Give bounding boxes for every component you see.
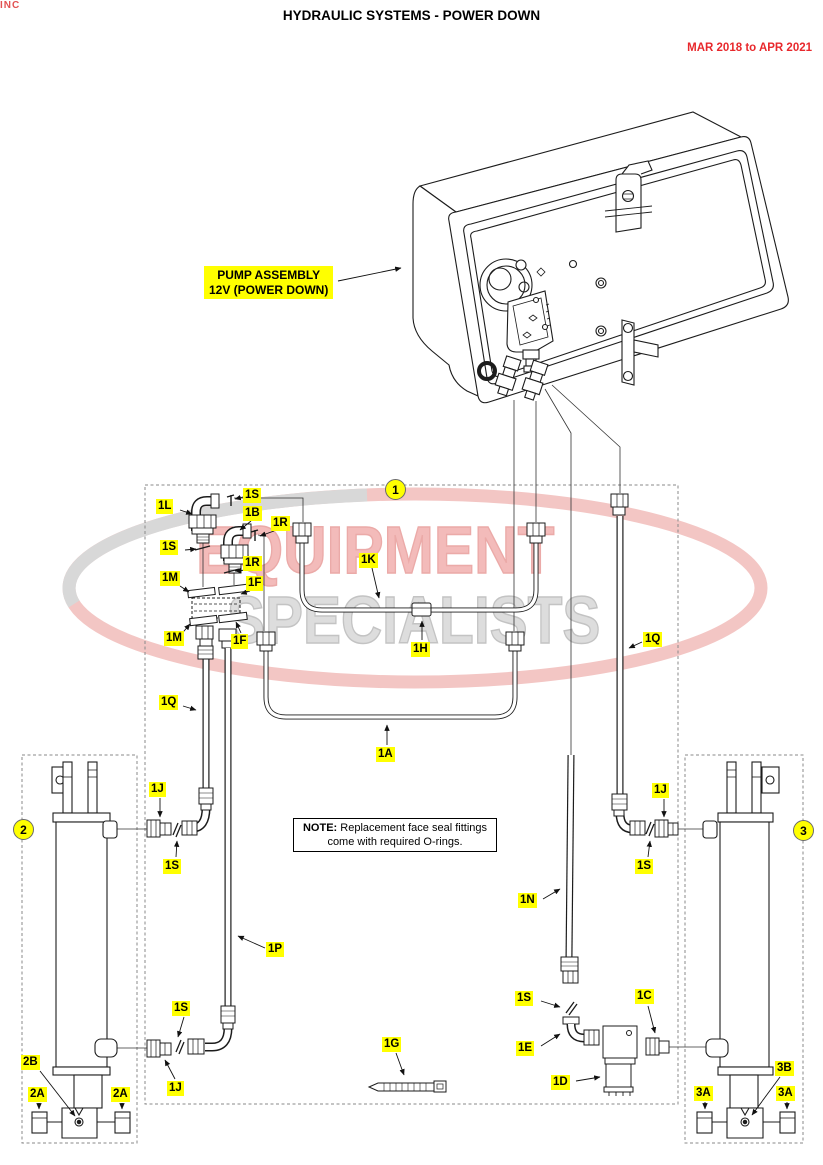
solenoid-1D	[605, 1063, 632, 1088]
part-label-1Q-left: 1Q	[159, 695, 179, 710]
elbow-1L	[188, 493, 220, 544]
cylinder-left	[31, 761, 131, 1139]
part-label-3B: 3B	[775, 1061, 794, 1076]
group-number-3: 3	[793, 820, 814, 841]
part-label-1S-left: 1S	[160, 540, 179, 555]
part-label-1S-valve: 1S	[515, 991, 534, 1006]
part-label-1N: 1N	[518, 893, 537, 908]
clamp-1H	[411, 602, 432, 617]
part-label-1S-top: 1S	[243, 488, 262, 503]
page-title: HYDRAULIC SYSTEMS - POWER DOWN	[282, 8, 541, 23]
hose-1Q-left	[117, 625, 214, 838]
pump-assembly-callout: PUMP ASSEMBLY 12V (POWER DOWN)	[204, 266, 334, 299]
part-label-1S-cyl-left: 1S	[163, 859, 182, 874]
part-label-1D: 1D	[551, 1075, 570, 1090]
part-label-2B: 2B	[21, 1055, 40, 1070]
pump-callout-line1: PUMP ASSEMBLY	[217, 268, 321, 282]
hose-1P	[117, 628, 237, 1058]
valve-body	[602, 1025, 638, 1059]
part-label-3A-right: 3A	[776, 1086, 795, 1101]
hose-1N-valve-assembly	[560, 754, 706, 1096]
part-label-2A-left: 2A	[28, 1087, 47, 1102]
part-label-1S-hose: 1S	[172, 1001, 191, 1016]
part-label-1M-lower: 1M	[164, 631, 184, 646]
group-number-1: 1	[385, 479, 406, 500]
note-box: NOTE: Replacement face seal fittings com…	[293, 818, 497, 852]
note-line2: come with required O-rings.	[327, 836, 463, 848]
part-label-3A-left: 3A	[694, 1086, 713, 1101]
part-label-1Q-right: 1Q	[643, 632, 663, 647]
part-label-1L: 1L	[156, 499, 174, 514]
part-label-1P: 1P	[266, 942, 285, 957]
part-label-1F-upper: 1F	[246, 576, 264, 591]
part-label-1R-lower: 1R	[243, 556, 262, 571]
group-1-box	[144, 484, 679, 1105]
part-label-1B: 1B	[243, 506, 262, 521]
part-label-1K: 1K	[359, 553, 378, 568]
watermark-word-inc: INC	[0, 0, 21, 11]
leader-lines	[36, 266, 790, 1117]
part-label-1R-upper: 1R	[271, 516, 290, 531]
note-line1: Replacement face seal fittings	[337, 822, 488, 834]
part-label-1A: 1A	[376, 747, 395, 762]
group-2-box	[21, 754, 138, 1144]
part-label-1J-hose: 1J	[167, 1081, 184, 1096]
part-label-1J-right: 1J	[652, 783, 669, 798]
part-label-1J-left: 1J	[149, 782, 166, 797]
pump-callout-line2: 12V (POWER DOWN)	[209, 282, 329, 297]
part-label-1E: 1E	[516, 1041, 535, 1056]
hose-1Q-right	[610, 493, 703, 838]
tube-1A	[256, 631, 525, 720]
part-label-1C: 1C	[635, 989, 654, 1004]
group-number-2: 2	[13, 819, 34, 840]
date-range: MAR 2018 to APR 2021	[687, 42, 812, 54]
part-label-1M-upper: 1M	[160, 571, 180, 586]
part-label-2A-right: 2A	[111, 1087, 130, 1102]
tube-1K	[292, 522, 546, 617]
watermark-word-equipment: EQUIPMENT	[195, 513, 555, 588]
cable-tie-1G	[367, 1080, 447, 1093]
pump-assembly-drawing	[412, 111, 789, 404]
part-label-1G: 1G	[382, 1037, 402, 1052]
cylinder-right	[696, 761, 796, 1139]
note-prefix: NOTE:	[302, 822, 338, 834]
part-label-1H: 1H	[411, 642, 430, 657]
manifold-1M-1F	[187, 583, 248, 627]
part-label-1S-cyl-right: 1S	[635, 859, 654, 874]
part-label-1F-lower: 1F	[231, 634, 249, 649]
